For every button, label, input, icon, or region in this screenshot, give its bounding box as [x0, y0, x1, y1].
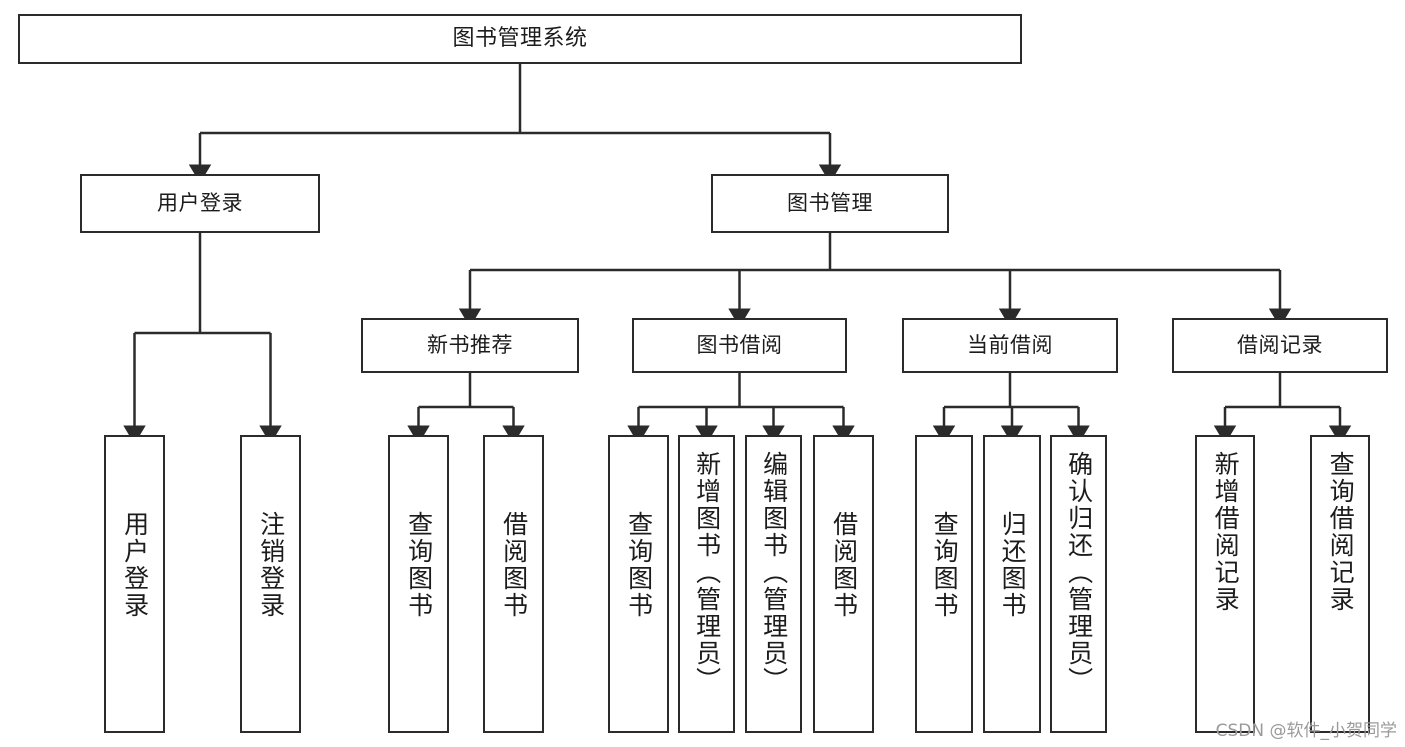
node-label: 新增图书（管理员）: [692, 451, 722, 694]
leaf-add-book-admin[interactable]: 新增图书（管理员）: [678, 435, 735, 733]
node-label: 编辑图书（管理员）: [759, 451, 789, 694]
leaf-query-borrow-record[interactable]: 查询借阅记录: [1310, 435, 1370, 733]
leaf-query-book-current[interactable]: 查询图书: [915, 435, 973, 733]
node-label: 新增借阅记录: [1211, 451, 1241, 613]
node-label: 注销登录: [256, 511, 286, 619]
leaf-query-book-recommendation[interactable]: 查询图书: [388, 435, 449, 733]
leaf-return-book[interactable]: 归还图书: [983, 435, 1041, 733]
node-book-manage[interactable]: 图书管理: [711, 174, 949, 233]
node-label: 查询图书: [930, 511, 960, 619]
node-label: 查询图书: [404, 511, 434, 619]
node-label: 用户登录: [120, 511, 150, 619]
leaf-add-borrow-record[interactable]: 新增借阅记录: [1195, 435, 1255, 733]
node-label: 归还图书: [998, 511, 1028, 619]
node-label: 图书借阅: [696, 333, 783, 358]
leaf-borrow-book-recommendation[interactable]: 借阅图书: [483, 435, 544, 733]
node-root-system[interactable]: 图书管理系统: [18, 14, 1022, 64]
leaf-confirm-return-admin[interactable]: 确认归还（管理员）: [1050, 435, 1107, 733]
node-user-login[interactable]: 用户登录: [80, 174, 320, 233]
leaf-query-book-borrow[interactable]: 查询图书: [608, 435, 669, 733]
node-label: 用户登录: [157, 191, 243, 216]
node-label: 借阅记录: [1237, 333, 1323, 358]
node-current-borrow[interactable]: 当前借阅: [902, 318, 1118, 373]
node-label: 图书管理系统: [452, 26, 588, 52]
node-label: 借阅图书: [829, 511, 859, 619]
watermark-text: CSDN @软件_小贺同学: [1215, 721, 1397, 741]
node-book-borrow[interactable]: 图书借阅: [632, 318, 847, 373]
node-label: 确认归还（管理员）: [1064, 451, 1094, 694]
node-label: 查询图书: [624, 511, 654, 619]
node-label: 当前借阅: [967, 333, 1053, 358]
node-label: 新书推荐: [427, 333, 513, 358]
node-label: 图书管理: [787, 191, 873, 216]
leaf-edit-book-admin[interactable]: 编辑图书（管理员）: [745, 435, 802, 733]
node-label: 借阅图书: [499, 511, 529, 619]
node-new-book-recommendation[interactable]: 新书推荐: [361, 318, 579, 373]
leaf-borrow-book[interactable]: 借阅图书: [813, 435, 874, 733]
node-borrow-record[interactable]: 借阅记录: [1172, 318, 1388, 373]
connector-lines: [123, 64, 1352, 445]
node-label: 查询借阅记录: [1326, 451, 1356, 613]
leaf-logout[interactable]: 注销登录: [240, 435, 301, 733]
leaf-user-login[interactable]: 用户登录: [104, 435, 165, 733]
